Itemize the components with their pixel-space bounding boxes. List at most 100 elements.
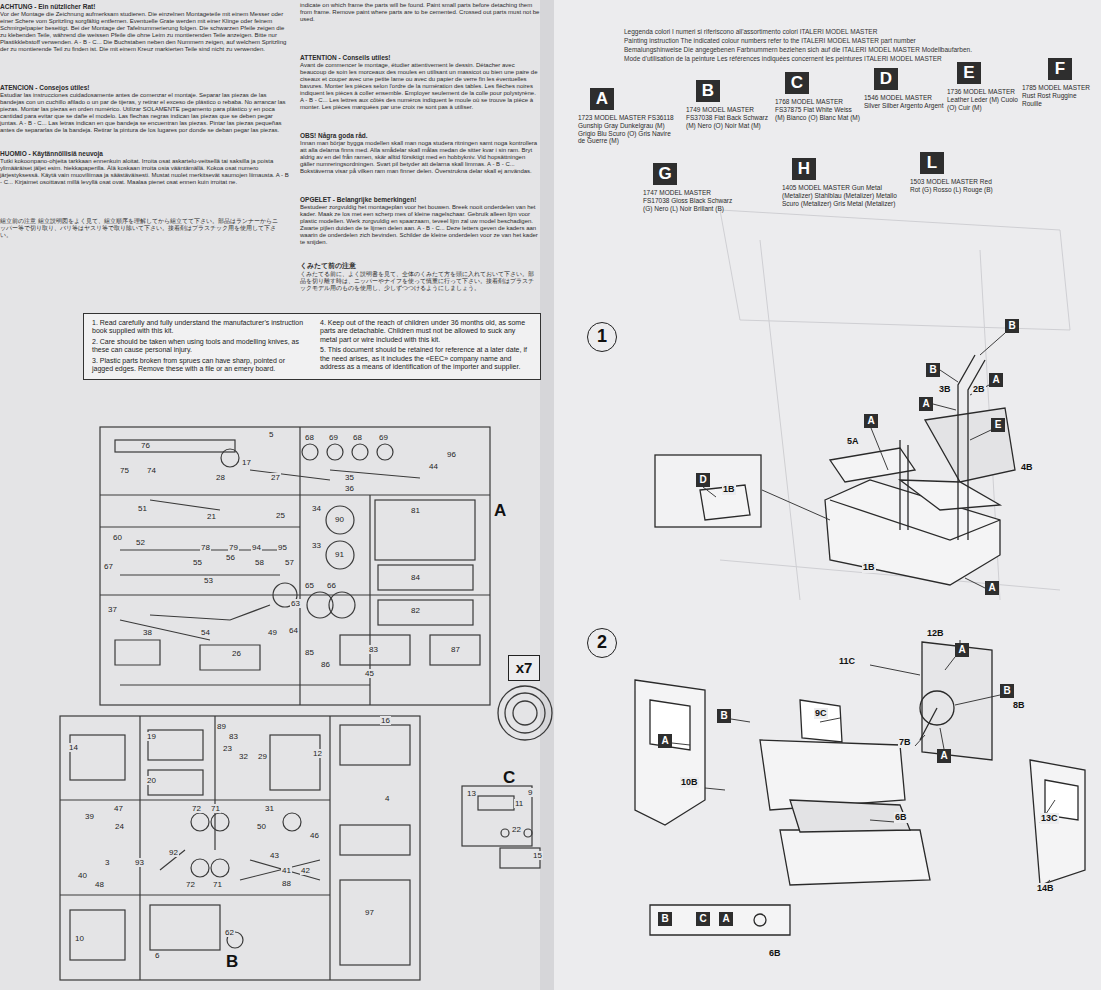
- section-heading: ACHTUNG - Ein nützlicher Rat!: [0, 3, 95, 11]
- paint-reference: 1747 MODEL MASTER FS17038 Gloss Black Sc…: [643, 189, 733, 212]
- color-key-letter: E: [957, 62, 981, 84]
- part-number: 26: [231, 649, 242, 658]
- part-number: 22: [511, 825, 522, 834]
- sprue-callout: A: [985, 581, 999, 595]
- instruction-text: くみたてる前に、よく説明書を見て、全体のくみたて方を頭に入れておいて下さい。部品…: [300, 271, 538, 292]
- instruction-text: Tutki kokoonpano-ohjeita tarkkaan ennenk…: [0, 158, 292, 186]
- instruction-text: Vor der Montage die Zeichnung aufmerksam…: [0, 11, 292, 53]
- sprue-letter: A: [494, 501, 506, 521]
- part-number: 88: [281, 879, 292, 888]
- part-number: 45: [364, 669, 375, 678]
- section-heading: ATENCION - Consejos útiles!: [0, 84, 89, 92]
- color-key-box: H1405 MODEL MASTER Gun Metal (Metalizer)…: [792, 158, 816, 180]
- part-number: 13: [466, 789, 477, 798]
- part-number: 67: [103, 562, 114, 571]
- warning-item: 3. Plastic parts broken from sprues can …: [92, 357, 304, 374]
- part-number: 53: [203, 576, 214, 585]
- part-number: 15: [532, 851, 543, 860]
- part-number: 60: [112, 533, 123, 542]
- paint-reference: 1768 MODEL MASTER FS37875 Flat White Wei…: [775, 98, 860, 121]
- part-number: 66: [326, 581, 337, 590]
- sprue-callout: A: [955, 643, 969, 657]
- callout-number: 6B: [894, 812, 908, 823]
- color-key-box: B1749 MODEL MASTER FS37038 Flat Back Sch…: [696, 80, 720, 102]
- sprue-callout: A: [937, 749, 951, 763]
- paint-reference: 1785 MODEL MASTER Rust Rost Ruggine Roui…: [1022, 84, 1092, 107]
- warning-item: 2. Care should be taken when using tools…: [92, 338, 304, 355]
- color-key-letter: B: [696, 80, 720, 102]
- warning-item: 5. This document should be retained for …: [320, 346, 532, 371]
- warning-item: 4. Keep out of the reach of children und…: [320, 319, 532, 344]
- part-number: 94: [251, 543, 262, 552]
- sprue-callout: A: [989, 373, 1003, 387]
- callout-number: 3B: [938, 384, 952, 395]
- part-number: 50: [256, 822, 267, 831]
- part-number: 75: [119, 466, 130, 475]
- callout-number: 13C: [1040, 813, 1059, 824]
- color-key-letter: A: [590, 88, 614, 110]
- instruction-text: Avant de commencer le montage, étudier a…: [300, 62, 538, 111]
- callout-number: 4B: [1020, 462, 1034, 473]
- part-number: 82: [410, 606, 421, 615]
- color-key-box: E1736 MODEL MASTER Leather Leder (M) Cuo…: [957, 62, 981, 84]
- part-number: 68: [352, 433, 363, 442]
- sprue-letter: A: [867, 415, 874, 426]
- part-number: 97: [364, 908, 375, 917]
- color-key-box: L1503 MODEL MASTER Red Rot (G) Rosso (L)…: [920, 152, 944, 174]
- paint-reference: 1503 MODEL MASTER Red Rot (G) Rosso (L) …: [910, 178, 1000, 194]
- part-number: 69: [378, 433, 389, 442]
- sprue-letter: B: [661, 913, 668, 924]
- section-heading: くみたて前の注意: [300, 262, 356, 270]
- part-number: 12: [312, 749, 323, 758]
- legend-header: Mode d'utilisation de la peinture Les ré…: [624, 55, 942, 63]
- part-number: 14: [68, 743, 79, 752]
- part-number: 93: [134, 858, 145, 867]
- part-number: 6: [154, 951, 160, 960]
- part-number: 41: [281, 866, 292, 875]
- part-number: 95: [277, 543, 288, 552]
- part-number: 55: [192, 558, 203, 567]
- part-number: 28: [215, 473, 226, 482]
- part-number: 35: [344, 473, 355, 482]
- part-number: 42: [300, 866, 311, 875]
- part-number: 63: [290, 599, 301, 608]
- sprue-letter: C: [699, 913, 706, 924]
- sprue-callout: A: [719, 912, 733, 926]
- part-number: 39: [84, 812, 95, 821]
- sprue-letter: A: [988, 582, 995, 593]
- sprue-callout: B: [926, 363, 940, 377]
- color-key-box: F1785 MODEL MASTER Rust Rost Ruggine Rou…: [1048, 58, 1072, 80]
- part-number: 3: [104, 858, 110, 867]
- color-key-box: A1723 MODEL MASTER FS36118 Gunship Gray …: [590, 88, 614, 110]
- step-number-text: 1: [597, 326, 607, 346]
- part-number: 86: [320, 660, 331, 669]
- paint-reference: 1546 MODEL MASTER Silver Silber Argento …: [864, 94, 944, 110]
- part-number: 21: [206, 512, 217, 521]
- sprue-callout: B: [717, 709, 731, 723]
- sprue-callout: A: [864, 414, 878, 428]
- part-number: 57: [284, 558, 295, 567]
- part-number: 38: [142, 628, 153, 637]
- sprue-callout: B: [1000, 684, 1014, 698]
- part-number: 29: [257, 752, 268, 761]
- quantity-text: x7: [516, 659, 533, 676]
- sprue-letter: C: [503, 768, 515, 788]
- instruction-text: Estudiar las instrucciones cuidadosament…: [0, 92, 292, 134]
- part-number: 52: [135, 538, 146, 547]
- callout-number: 11C: [838, 656, 856, 667]
- part-number: 33: [311, 541, 322, 550]
- part-number: 72: [191, 804, 202, 813]
- callout-number: 5A: [846, 436, 860, 447]
- part-number: 96: [446, 450, 457, 459]
- part-number: 64: [288, 626, 299, 635]
- part-number: 48: [94, 880, 105, 889]
- sprue-letter: D: [699, 474, 706, 485]
- part-number: 23: [222, 744, 233, 753]
- part-number: 62: [224, 928, 235, 937]
- part-number: 46: [309, 831, 320, 840]
- sprue-callout: A: [919, 397, 933, 411]
- part-number: 51: [137, 504, 148, 513]
- part-number: 19: [146, 732, 157, 741]
- quantity-box: x7: [508, 655, 540, 681]
